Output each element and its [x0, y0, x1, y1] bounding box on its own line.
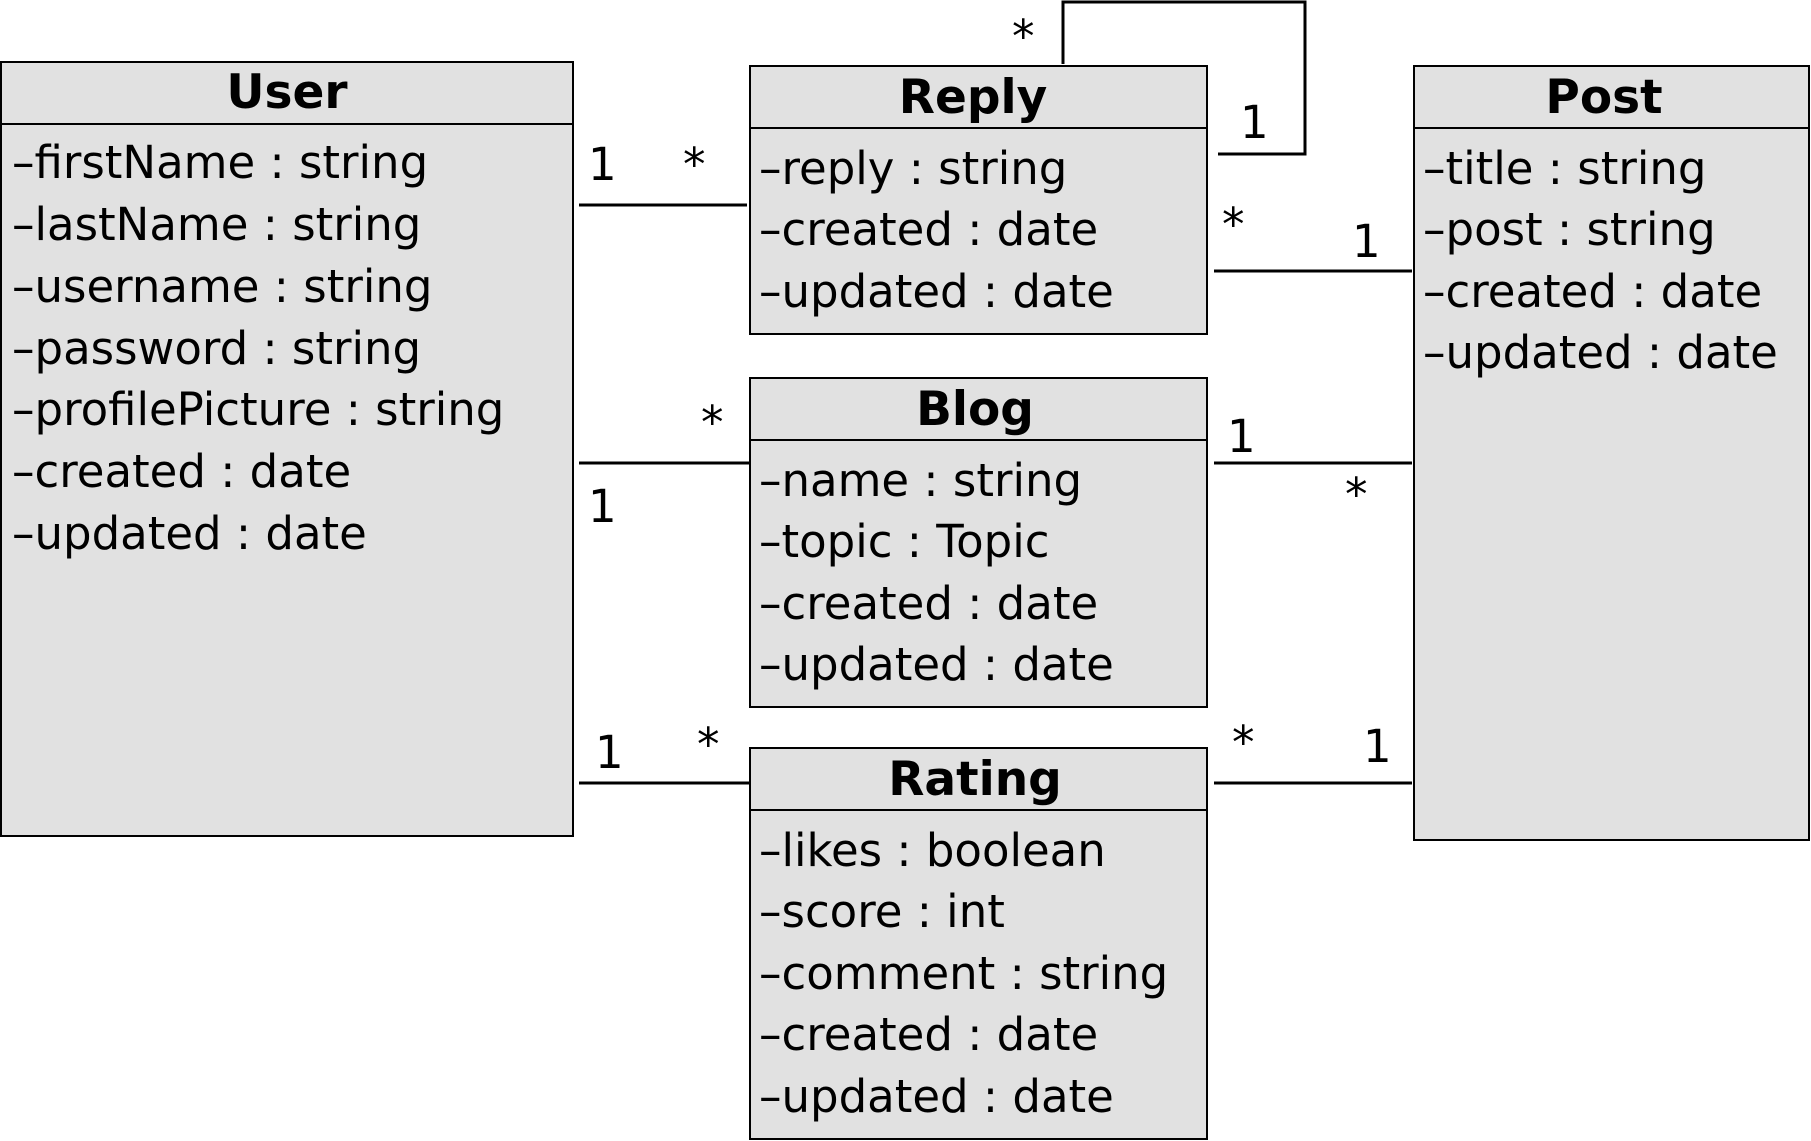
- multiplicity-labels: 1 * * 1 1 * * 1 * 1 1 * * 1: [588, 10, 1392, 779]
- mult-blog-post-post-end: *: [1345, 468, 1368, 521]
- class-blog-box: [749, 377, 1208, 708]
- mult-user-rating-user-end: 1: [595, 726, 624, 779]
- mult-reply-self-parent-end: 1: [1240, 96, 1269, 149]
- assoc-reply-self: [1061, 0, 1307, 156]
- mult-user-rating-rating-end: *: [697, 718, 720, 771]
- class-user-attribute: –password : string: [12, 322, 421, 375]
- class-rating-attribute: –updated : date: [759, 1070, 1114, 1123]
- class-rating-attribute: –created : date: [759, 1008, 1098, 1061]
- class-user-attribute: –profilePicture : string: [12, 383, 504, 436]
- class-post-attribute: –created : date: [1423, 265, 1762, 318]
- mult-user-reply-reply-end: *: [683, 138, 706, 191]
- class-post-attribute: –post : string: [1423, 203, 1716, 256]
- class-post-name: Post: [1545, 70, 1662, 125]
- mult-rating-post-rating-end: *: [1232, 716, 1255, 769]
- mult-reply-post-reply-end: *: [1222, 198, 1245, 251]
- class-reply-attribute: –updated : date: [759, 265, 1114, 318]
- class-user-name: User: [226, 65, 348, 120]
- mult-reply-post-post-end: 1: [1352, 215, 1381, 268]
- class-post[interactable]: Post –title : string –post : string –cre…: [1413, 65, 1810, 841]
- class-user-attribute: –firstName : string: [12, 136, 428, 189]
- class-post-attribute: –updated : date: [1423, 326, 1778, 379]
- class-blog-attribute: –topic : Topic: [759, 515, 1049, 568]
- mult-rating-post-post-end: 1: [1363, 720, 1392, 773]
- class-rating-box: [749, 747, 1208, 1140]
- mult-blog-post-blog-end: 1: [1227, 410, 1256, 463]
- class-blog-attribute: –name : string: [759, 454, 1082, 507]
- class-user-attribute: –created : date: [12, 445, 351, 498]
- class-user-attribute: –lastName : string: [12, 198, 421, 251]
- mult-user-reply-user-end: 1: [588, 138, 617, 191]
- mult-reply-self-child-end: *: [1012, 10, 1035, 63]
- class-rating-attribute: –comment : string: [759, 947, 1168, 1000]
- class-reply-box: [749, 65, 1208, 335]
- class-rating[interactable]: Rating –likes : boolean –score : int –co…: [749, 747, 1208, 1140]
- class-blog-name: Blog: [916, 382, 1034, 437]
- class-user-attribute: –username : string: [12, 260, 432, 313]
- class-blog-attribute: –updated : date: [759, 638, 1114, 691]
- class-user[interactable]: User –firstName : string –lastName : str…: [0, 61, 574, 837]
- class-reply-attribute: –created : date: [759, 203, 1098, 256]
- class-blog[interactable]: Blog –name : string –topic : Topic –crea…: [749, 377, 1208, 708]
- class-reply[interactable]: Reply –reply : string –created : date –u…: [749, 65, 1208, 335]
- mult-user-blog-user-end: 1: [588, 480, 617, 533]
- class-rating-name: Rating: [888, 752, 1062, 807]
- class-rating-attribute: –likes : boolean: [759, 824, 1106, 877]
- class-reply-attribute: –reply : string: [759, 142, 1067, 195]
- class-post-box: [1413, 65, 1810, 841]
- association-lines: [579, 0, 1412, 785]
- mult-user-blog-blog-end: *: [701, 396, 724, 449]
- class-rating-attribute: –score : int: [759, 885, 1005, 938]
- class-reply-name: Reply: [899, 70, 1047, 125]
- class-blog-attribute: –created : date: [759, 577, 1098, 630]
- class-post-attribute: –title : string: [1423, 142, 1706, 195]
- class-user-box: [0, 61, 574, 837]
- class-user-attribute: –updated : date: [12, 507, 367, 560]
